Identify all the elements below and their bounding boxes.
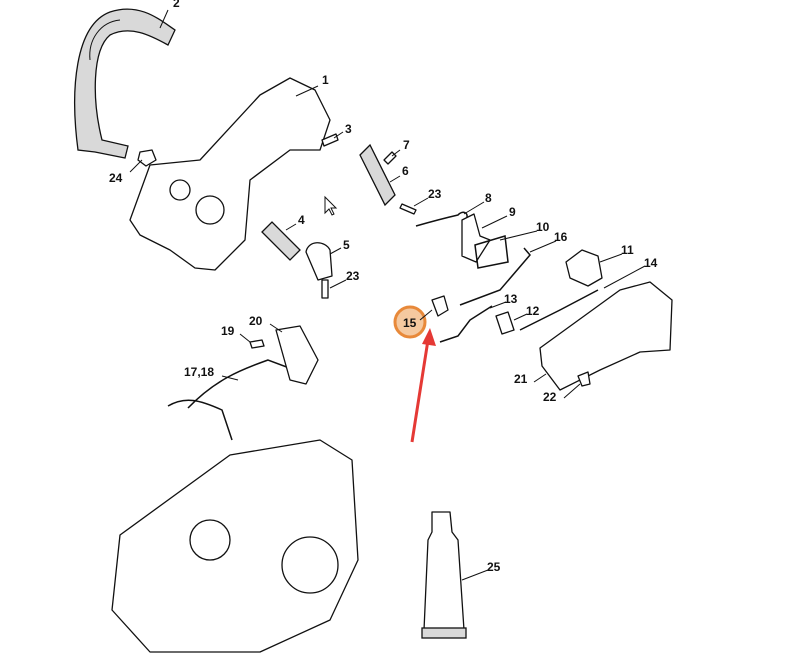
label-4: 4: [298, 213, 305, 227]
part-23-screw-b[interactable]: [399, 203, 417, 215]
label-9: 9: [509, 205, 516, 219]
label-21: 21: [514, 372, 528, 386]
label-6: 6: [402, 164, 409, 178]
label-17-18: 17,18: [184, 365, 214, 379]
label-22: 22: [543, 390, 557, 404]
part-25-grease-tube[interactable]: [421, 511, 467, 639]
red-arrow-indicator: [410, 328, 436, 443]
part-16-rod[interactable]: [459, 247, 531, 306]
label-23-b: 23: [346, 269, 360, 283]
label-8: 8: [485, 191, 492, 205]
label-5: 5: [343, 238, 350, 252]
part-6-spring[interactable]: [359, 143, 396, 207]
label-20: 20: [249, 314, 263, 328]
part-24-nut[interactable]: [137, 149, 157, 167]
label-2: 2: [173, 0, 180, 10]
label-12: 12: [526, 304, 540, 318]
label-15: 15: [403, 316, 417, 330]
leader-lines: [129, 9, 646, 581]
part-3-screw[interactable]: [321, 133, 339, 147]
label-16: 16: [554, 230, 568, 244]
label-10: 10: [536, 220, 550, 234]
part-13-rod[interactable]: [439, 305, 493, 343]
part-12-part[interactable]: [495, 311, 515, 335]
part-17-18-wire-harness[interactable]: [167, 359, 301, 441]
label-25: 25: [487, 560, 501, 574]
label-7: 7: [403, 138, 410, 152]
part-labels: 1 2 3 4 5 6 7 8 9 10 11 12 13 14 15 16 1…: [109, 0, 658, 574]
part-23-screw-a[interactable]: [321, 279, 329, 299]
part-15-clip[interactable]: [431, 295, 449, 317]
part-21-handle-cover[interactable]: [539, 281, 673, 391]
highlight-circle-15: [393, 305, 427, 339]
part-2-handle-tube[interactable]: [74, 8, 176, 159]
label-14: 14: [644, 256, 658, 270]
part-22-screw[interactable]: [577, 371, 591, 387]
part-5-sleeve[interactable]: [305, 242, 333, 281]
label-3: 3: [345, 122, 352, 136]
label-13: 13: [504, 292, 518, 306]
label-23-a: 23: [428, 187, 442, 201]
part-14-rod[interactable]: [519, 289, 599, 331]
label-24: 24: [109, 171, 123, 185]
part-20-switch[interactable]: [275, 325, 319, 385]
part-1-handle-housing[interactable]: [129, 77, 331, 271]
part-10-rod[interactable]: [474, 235, 509, 269]
part-8-spring[interactable]: [415, 211, 468, 227]
mouse-cursor-icon: [324, 195, 338, 216]
label-1: 1: [322, 73, 329, 87]
label-19: 19: [221, 324, 235, 338]
part-4-spring[interactable]: [261, 221, 301, 261]
label-11: 11: [621, 243, 634, 257]
part-11-lever[interactable]: [565, 249, 603, 287]
engine-housing: [111, 439, 359, 653]
part-19-screw[interactable]: [249, 339, 265, 349]
